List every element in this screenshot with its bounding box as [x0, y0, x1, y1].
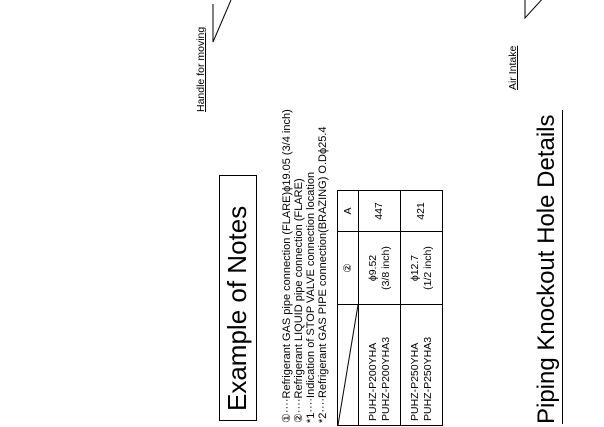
air-intake-label: Air Intake — [507, 45, 519, 90]
handle-leader-line — [212, 0, 232, 43]
colA-header: A — [337, 190, 359, 232]
model-name: PUHZ-P250YHA3 — [421, 336, 434, 421]
note-stop-valve: *1····Indication of STOP VALVE connectio… — [305, 171, 317, 423]
model-cell: PUHZ-P250YHA PUHZ-P250YHA3 — [400, 304, 443, 426]
knockout-details-title: Piping Knockout Hole Details — [533, 110, 563, 424]
model-name: PUHZ-P200YHA3 — [379, 336, 392, 421]
pipe-size-table: ② A PUHZ-P200YHA PUHZ-P200YHA3 ϕ9.52 (3/… — [337, 190, 443, 426]
table-row: PUHZ-P250YHA PUHZ-P250YHA3 ϕ12.7 (1/2 in… — [400, 190, 443, 426]
dimension-a-cell: 447 — [358, 190, 401, 232]
model-cell: PUHZ-P200YHA PUHZ-P200YHA3 — [358, 304, 401, 426]
model-name: PUHZ-P250YHA — [409, 342, 422, 421]
pipe-diameter: ϕ12.7 — [408, 254, 421, 282]
diagonal-divider — [338, 305, 358, 425]
pipe-size-cell: ϕ9.52 (3/8 inch) — [358, 231, 401, 305]
note-liquid-pipe: ②····Refrigerant LIQUID pipe connection … — [293, 178, 305, 423]
table-corner-cell — [337, 304, 359, 426]
col2-header: ② — [337, 231, 359, 305]
pipe-size-cell: ϕ12.7 (1/2 inch) — [400, 231, 443, 305]
note-brazing: *2····Refrigerant GAS PIPE connection(BR… — [317, 126, 329, 423]
pipe-diameter: ϕ9.52 — [366, 254, 379, 282]
air-intake-leader-line — [524, 0, 543, 20]
table-row: PUHZ-P200YHA PUHZ-P200YHA3 ϕ9.52 (3/8 in… — [358, 190, 401, 426]
handle-label: Handle for moving — [195, 26, 207, 112]
note-gas-pipe: ①····Refrigerant GAS pipe connection (FL… — [281, 109, 293, 423]
pipe-inch: (1/2 inch) — [421, 246, 434, 290]
notes-title: Example of Notes — [219, 175, 257, 421]
dimension-a-cell: 421 — [400, 190, 443, 232]
table-header-row: ② A — [337, 190, 359, 426]
model-name: PUHZ-P200YHA — [367, 342, 380, 421]
pipe-inch: (3/8 inch) — [379, 246, 392, 290]
